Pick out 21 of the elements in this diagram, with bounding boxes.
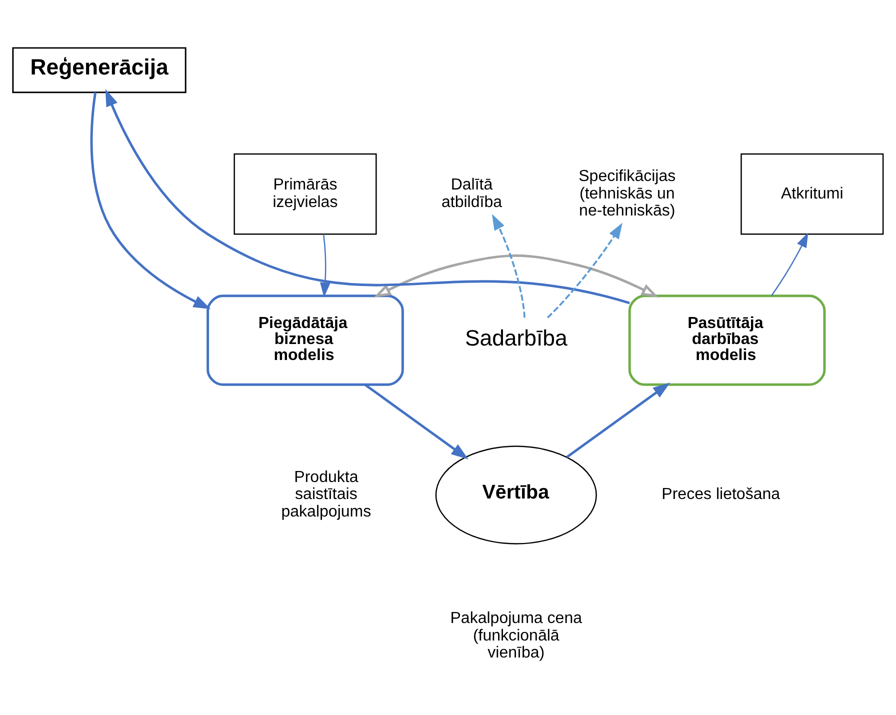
- node-text: Sadarbība: [464, 326, 568, 351]
- arrow: [105, 88, 630, 304]
- node-box: Pasūtītāja darbības modelis: [628, 294, 826, 386]
- arrow: [566, 382, 670, 458]
- arrow: [364, 384, 468, 460]
- label: Preces lietošana: [662, 485, 780, 504]
- label: Produkta saistītais pakalpojums: [281, 468, 372, 520]
- node-box: Primārās izejvielas: [234, 153, 377, 235]
- node-text: Dalītā atbildība: [441, 176, 502, 211]
- arrow: [90, 92, 211, 310]
- label: Pakalpojuma cena (funkcionālā vienība): [450, 609, 582, 662]
- node-box: Piegādātāja biznesa modelis: [206, 294, 404, 386]
- arrow: [320, 234, 330, 298]
- node-ellipse: Vērtība: [435, 446, 597, 544]
- node-box: Reģenerācija: [12, 47, 186, 94]
- arrow: [374, 254, 659, 298]
- node-box: Atkritumi: [740, 153, 884, 235]
- arrow: [771, 232, 808, 296]
- node-text: Specifikācijas (tehniskās un ne-tehniskās): [578, 167, 676, 220]
- arrow: [546, 222, 622, 318]
- arrow: [492, 214, 526, 318]
